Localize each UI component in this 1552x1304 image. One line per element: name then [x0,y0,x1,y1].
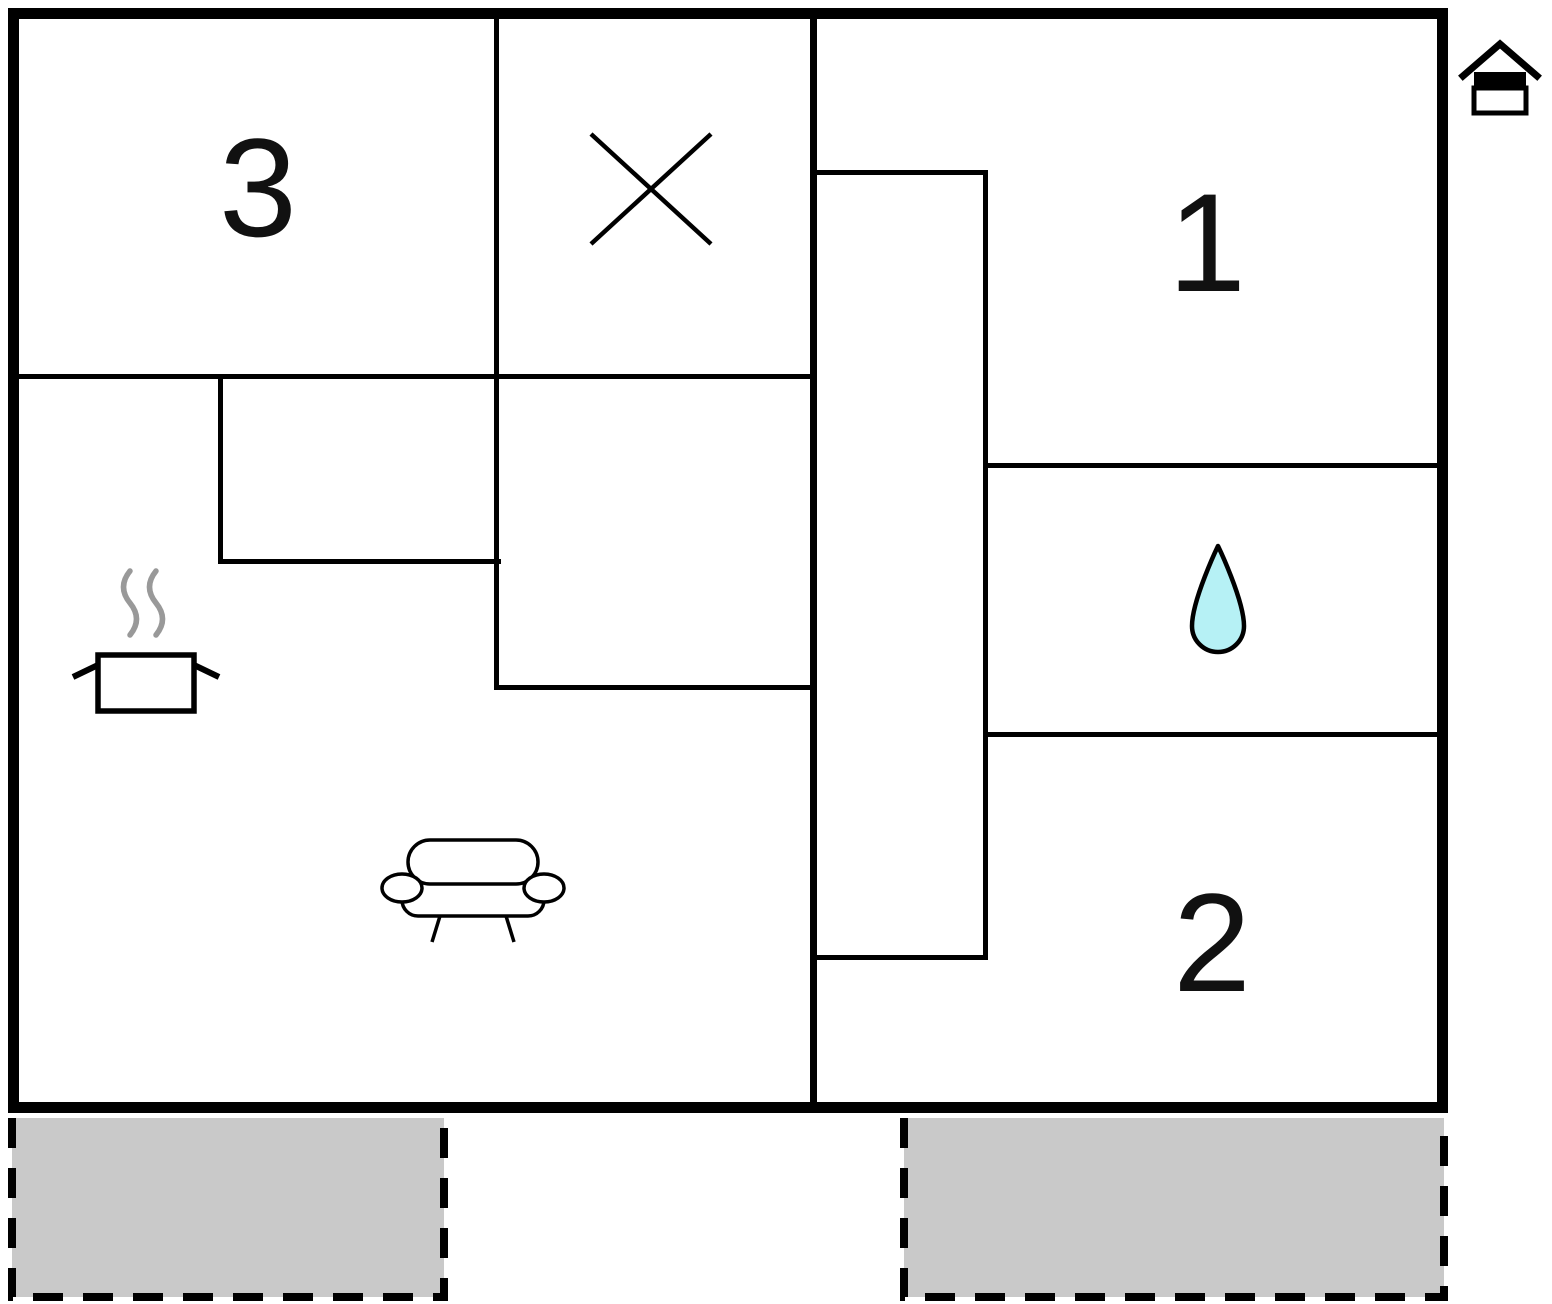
wall-bathroom-room2 [986,732,1448,737]
entrance-house-icon [1458,38,1542,123]
room-1-label: 1 [1168,164,1246,321]
x-mark-icon [585,128,717,255]
wall-room3-right [494,8,499,378]
wall-closet-bottom [218,559,501,564]
wall-hall-top [813,170,988,175]
wall-closet-left [218,374,223,564]
water-drop-icon [1188,542,1248,665]
terrace-right [900,1118,1448,1301]
wall-midroom-left [494,374,499,690]
wall-room1-bathroom [986,463,1448,468]
room-3-label: 3 [219,109,297,266]
wall-hall-bottom [813,955,988,960]
wall-center-vertical [810,8,817,1113]
outer-wall [8,8,1448,1113]
sofa-icon [378,836,568,953]
room-2-label: 2 [1173,864,1251,1021]
wall-left-horizontal [8,374,814,379]
wall-hall-right [983,170,988,960]
terrace-left [8,1118,448,1301]
cooking-pot-icon [68,563,228,723]
wall-midroom-bottom [494,685,816,690]
